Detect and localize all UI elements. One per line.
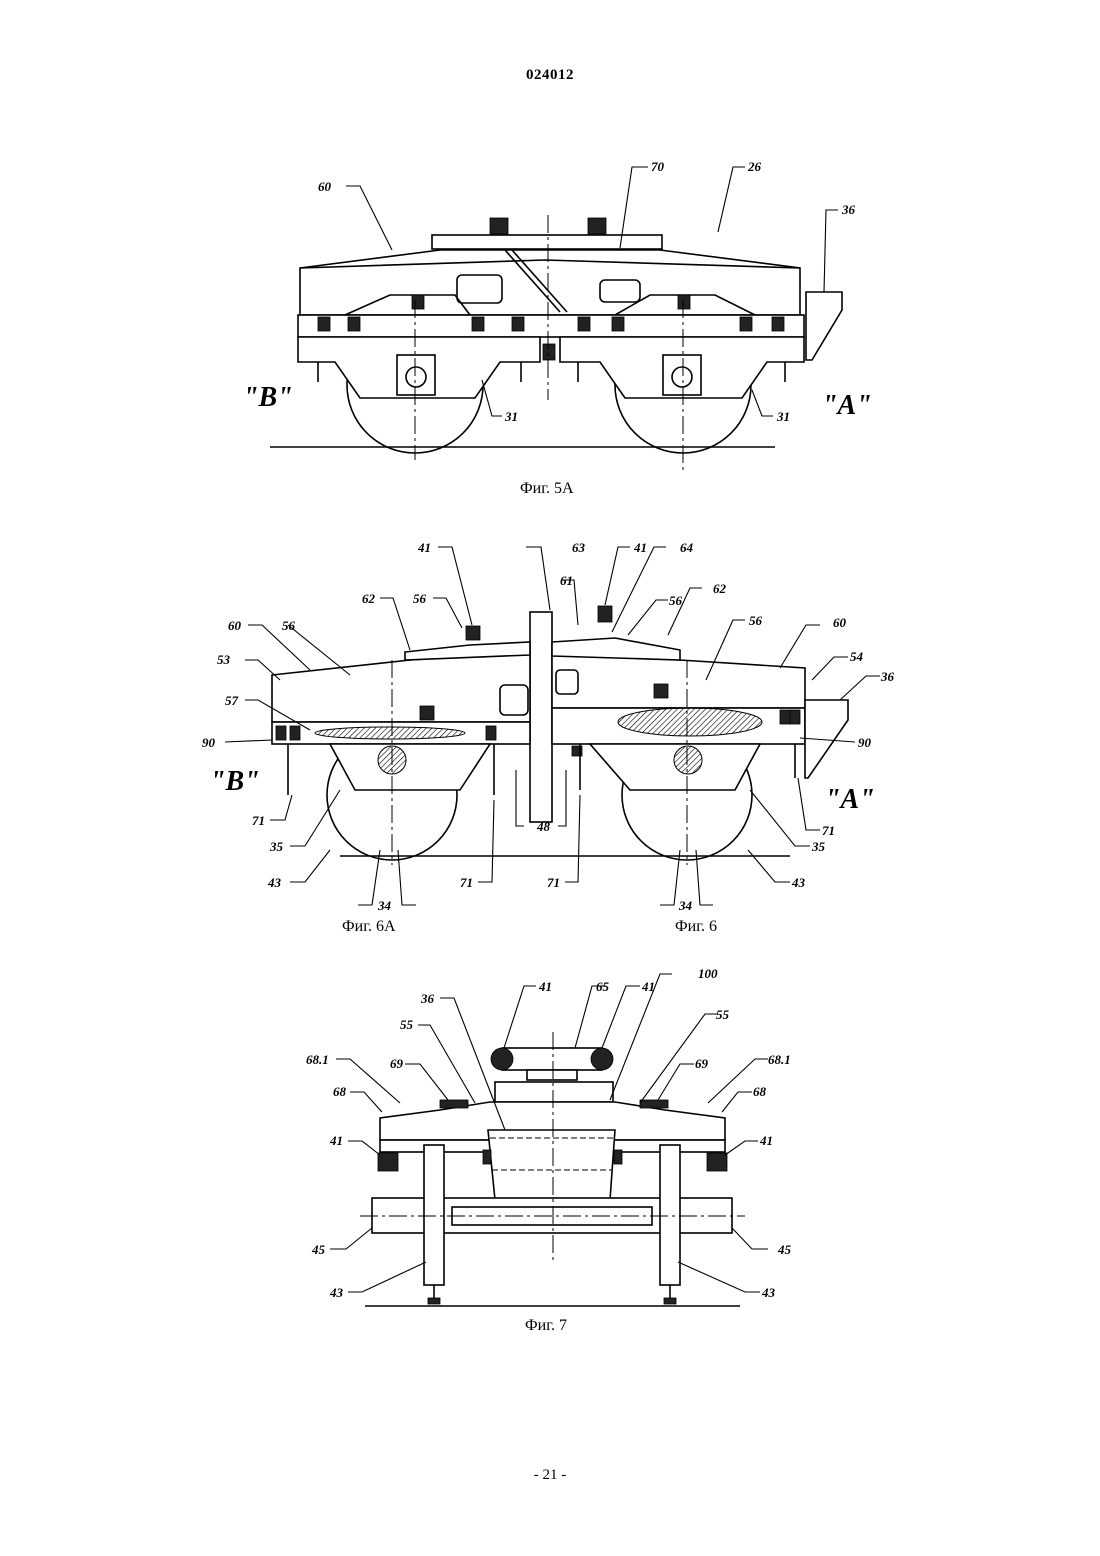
fig7-label-55-left: 55: [400, 1017, 414, 1032]
fig7-label-41-top-left: 41: [538, 979, 552, 994]
fig6-label-61: 61: [560, 573, 573, 588]
fig6a-caption: Фиг. 6А: [342, 918, 396, 935]
fig6-label-53: 53: [217, 652, 231, 667]
fig6-label-90-right: 90: [858, 735, 872, 750]
fig7-label-65: 65: [596, 979, 610, 994]
fig6-label-34-left: 34: [377, 898, 392, 913]
fig6-label-63: 63: [572, 540, 586, 555]
fig6-label-41-right: 41: [633, 540, 647, 555]
fig6-label-62-right: 62: [713, 581, 727, 596]
fig5a-caption: Фиг. 5А: [520, 480, 574, 497]
fig5a-label-70: 70: [651, 159, 665, 174]
fig6-label-56-top-right: 56: [669, 593, 683, 608]
fig6-label-60-right: 60: [833, 615, 847, 630]
fig6-label-64: 64: [680, 540, 694, 555]
fig6-label-34-right: 34: [678, 898, 693, 913]
fig7-label-43-left: 43: [329, 1285, 344, 1300]
fig5a-label-31-left: 31: [504, 409, 518, 424]
fig5a-label-60: 60: [318, 179, 332, 194]
fig7-label-55-right: 55: [716, 1007, 730, 1022]
fig7-label-100: 100: [698, 966, 718, 981]
fig7-label-45-left: 45: [311, 1242, 326, 1257]
fig6-label-62-left: 62: [362, 591, 376, 606]
fig6-label-48: 48: [536, 819, 551, 834]
fig6-label-35-right: 35: [811, 839, 826, 854]
fig7-label-69-left: 69: [390, 1056, 404, 1071]
fig6-label-54: 54: [850, 649, 864, 664]
fig6-label-43-left: 43: [267, 875, 282, 890]
figure-6: [225, 547, 880, 905]
fig6-side-a: "А": [825, 784, 875, 815]
fig6-label-41-left: 41: [417, 540, 431, 555]
figure-5a: [270, 167, 842, 470]
fig7-label-45-right: 45: [777, 1242, 792, 1257]
fig6-label-36: 36: [880, 669, 895, 684]
fig7-label-41-right: 41: [759, 1133, 773, 1148]
fig7-label-68-1-right: 68.1: [768, 1052, 791, 1067]
fig6-label-56-top-left: 56: [413, 591, 427, 606]
fig7-label-68-left: 68: [333, 1084, 347, 1099]
fig7-label-41-top-right: 41: [641, 979, 655, 994]
fig7-label-68-1-left: 68.1: [306, 1052, 329, 1067]
fig7-label-41-left: 41: [329, 1133, 343, 1148]
fig5a-label-26: 26: [747, 159, 762, 174]
fig6-label-71-far-left: 71: [252, 813, 265, 828]
fig5a-side-a: "А": [822, 390, 872, 421]
fig6-label-71-center-left: 71: [460, 875, 473, 890]
fig5a-label-36: 36: [841, 202, 856, 217]
fig7-label-43-right: 43: [761, 1285, 776, 1300]
fig5a-side-b: "В": [243, 382, 293, 413]
fig6-label-35-left: 35: [269, 839, 284, 854]
fig6-label-90-left: 90: [202, 735, 216, 750]
fig7-caption: Фиг. 7: [525, 1317, 567, 1334]
fig7-label-69-right: 69: [695, 1056, 709, 1071]
fig6-label-43-right: 43: [791, 875, 806, 890]
fig6-label-57: 57: [225, 693, 239, 708]
fig6-side-b: "В": [210, 766, 260, 797]
fig5a-label-31-right: 31: [776, 409, 790, 424]
figure-7: [330, 974, 768, 1306]
page-number: - 21 -: [0, 1467, 1100, 1484]
fig6-label-71-center-right: 71: [547, 875, 560, 890]
fig6-label-60-left: 60: [228, 618, 242, 633]
fig7-label-36: 36: [420, 991, 435, 1006]
fig6-label-71-far-right: 71: [822, 823, 835, 838]
fig6-label-56-right: 56: [749, 613, 763, 628]
fig6-label-56-left: 56: [282, 618, 296, 633]
fig6-caption: Фиг. 6: [675, 918, 717, 935]
fig7-label-68-right: 68: [753, 1084, 767, 1099]
